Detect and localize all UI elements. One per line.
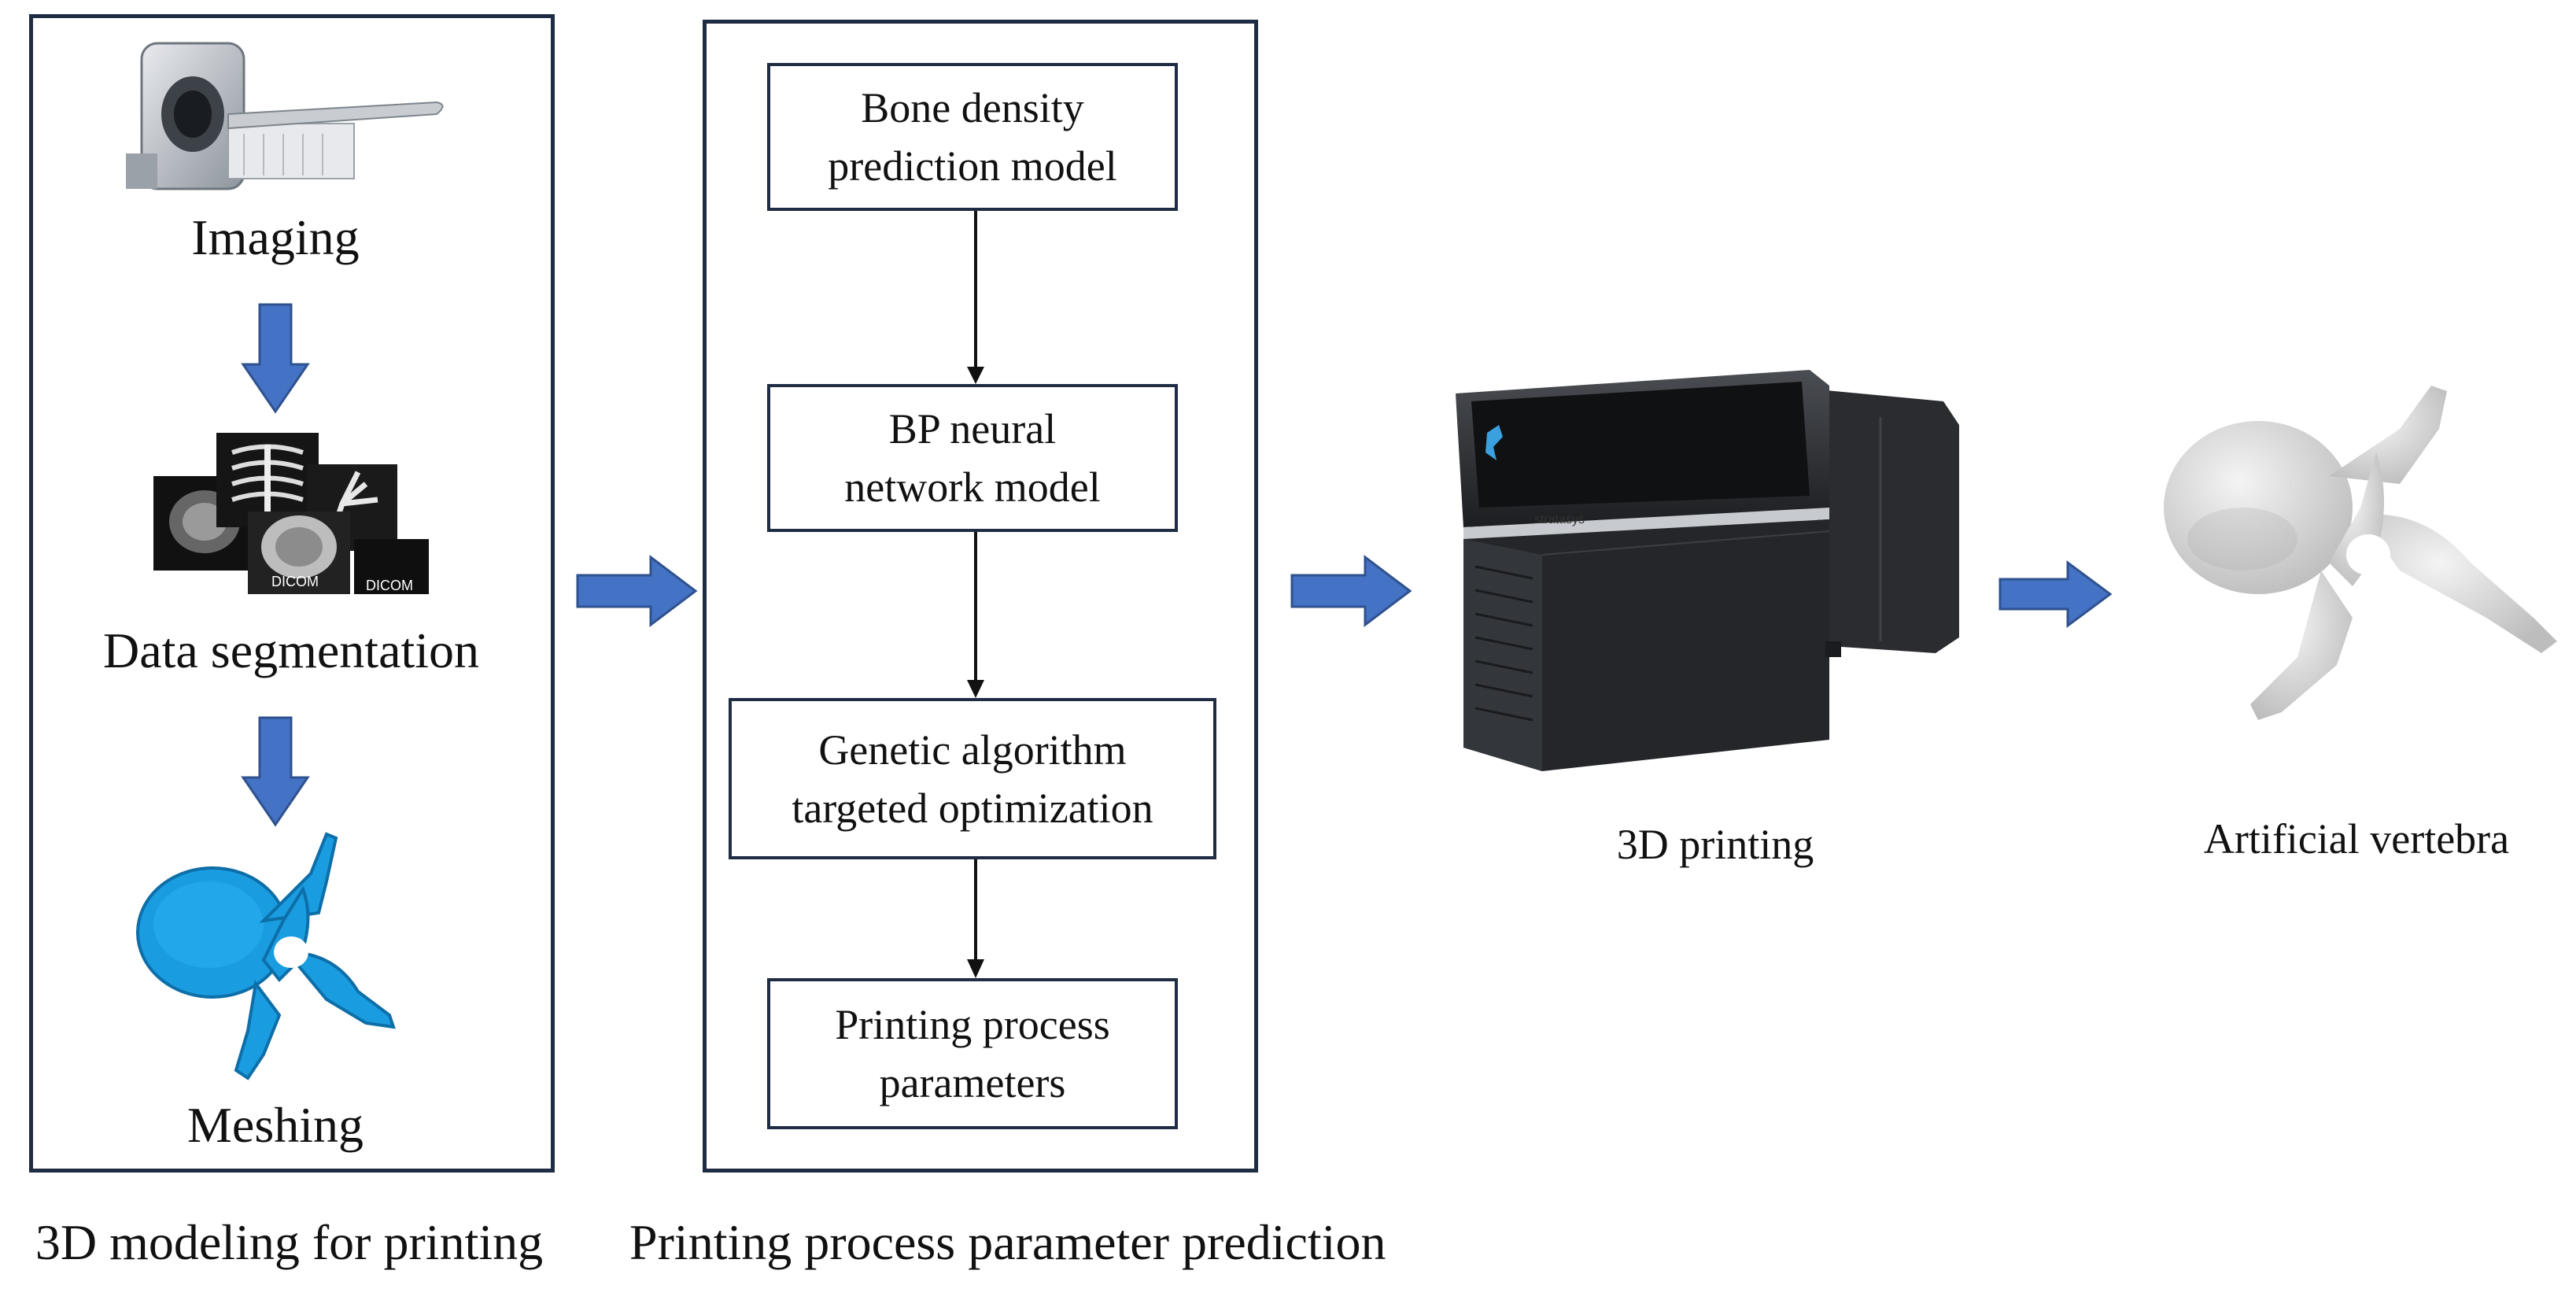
- box-bone-density-text: Bone density prediction model: [828, 84, 1117, 190]
- printer-caption: 3D printing: [1616, 821, 1814, 868]
- 3d-printer-image: stratasys: [1456, 370, 1959, 771]
- dicom-text: DICOM: [271, 574, 319, 589]
- box-genetic-algorithm: Genetic algorithm targeted optimization: [729, 698, 1216, 859]
- artificial-vertebra-image: [2164, 386, 2557, 720]
- step-segmentation-label: Data segmentation: [102, 622, 480, 678]
- prediction-panel: [703, 20, 1258, 1173]
- vertebra-caption: Artificial vertebra: [2203, 815, 2510, 862]
- modeling-panel-caption: 3D modeling for printing: [35, 1214, 544, 1270]
- down-arrow-icon: [241, 716, 310, 827]
- mesh-vertebra-image: [136, 832, 396, 1080]
- dicom-images: DICOM DICOM: [153, 433, 429, 594]
- right-arrow-icon: [1998, 560, 2113, 628]
- printer-brand-text: stratasys: [1534, 513, 1585, 526]
- dicom-text-2: DICOM: [366, 578, 413, 593]
- flow-connectors: [967, 211, 984, 978]
- ct-scanner-image: [126, 42, 444, 190]
- prediction-panel-caption: Printing process parameter prediction: [629, 1214, 1386, 1270]
- right-arrow-icon: [1290, 554, 1412, 628]
- step-meshing-label: Meshing: [187, 1097, 364, 1153]
- right-arrow-icon: [576, 554, 698, 628]
- modeling-panel: [29, 14, 555, 1173]
- step-imaging-label: Imaging: [191, 209, 360, 265]
- box-bp-neural: BP neural network model: [767, 384, 1178, 532]
- box-printing-parameters: Printing process parameters: [767, 978, 1178, 1129]
- down-arrow-icon: [241, 303, 310, 414]
- box-bp-neural-text: BP neural network model: [844, 405, 1101, 511]
- box-genetic-algorithm-text: Genetic algorithm targeted optimization: [792, 726, 1153, 832]
- box-printing-parameters-text: Printing process parameters: [835, 1001, 1110, 1106]
- box-bone-density: Bone density prediction model: [767, 63, 1178, 211]
